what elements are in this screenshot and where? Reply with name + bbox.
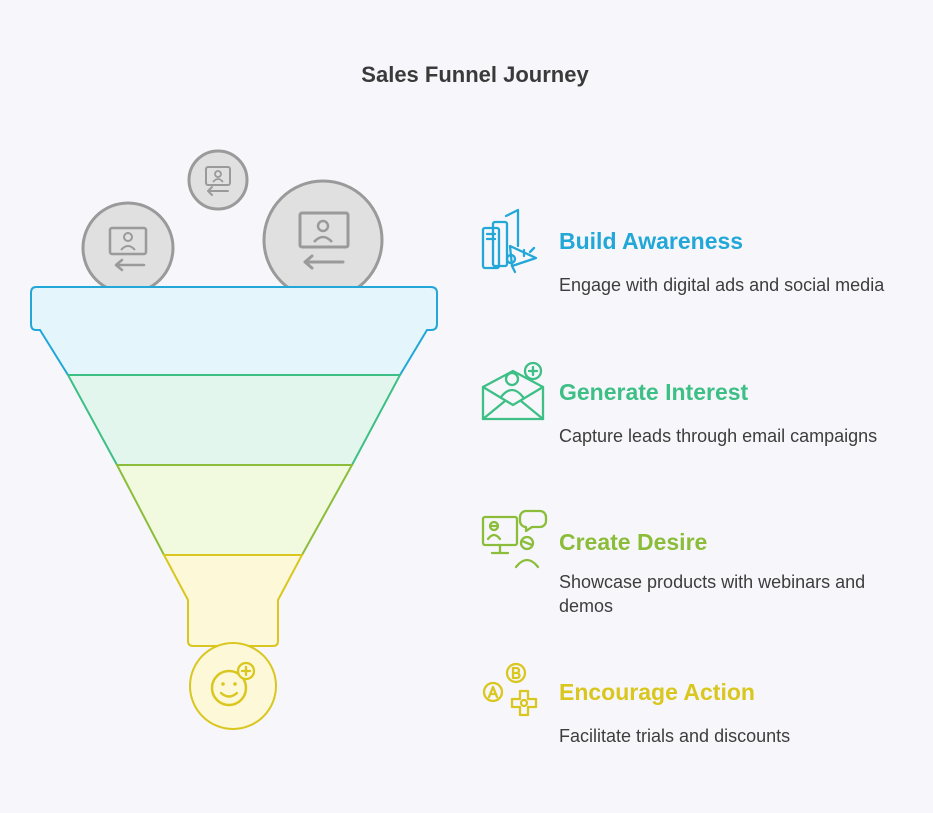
happy-customer-icon <box>189 642 277 730</box>
stage-title: Generate Interest <box>559 379 749 405</box>
stage-build-awareness: Build Awareness Engage with digital ads … <box>478 206 918 296</box>
stage-description: Capture leads through email campaigns <box>559 426 878 446</box>
email-contact-icon <box>481 361 545 421</box>
lead-entry-icon <box>187 149 249 211</box>
funnel-layer-action <box>162 554 304 647</box>
stage-title: Build Awareness <box>559 228 744 254</box>
ab-test-icon <box>482 662 538 717</box>
stage-title: Create Desire <box>559 529 708 555</box>
funnel-layer-interest <box>66 374 402 466</box>
lead-entry-icon <box>81 201 175 295</box>
stage-description: Facilitate trials and discounts <box>559 726 791 746</box>
sales-funnel-diagram <box>30 149 438 730</box>
page-title: Sales Funnel Journey <box>361 62 589 87</box>
stage-description: Engage with digital ads and social media <box>559 275 885 295</box>
lead-entry-icon <box>262 179 384 301</box>
stage-description: Showcase products with webinars and demo… <box>559 572 866 616</box>
megaphone-icon <box>481 208 538 274</box>
funnel-layer-desire <box>115 464 354 556</box>
stage-create-desire: Create Desire Showcase products with web… <box>478 507 918 616</box>
funnel-layer-awareness <box>30 286 438 376</box>
webinar-icon <box>481 509 548 569</box>
stage-title: Encourage Action <box>559 679 755 705</box>
stage-generate-interest: Generate Interest Capture leads through … <box>478 357 918 447</box>
stage-encourage-action: Encourage Action Facilitate trials and d… <box>478 657 918 752</box>
